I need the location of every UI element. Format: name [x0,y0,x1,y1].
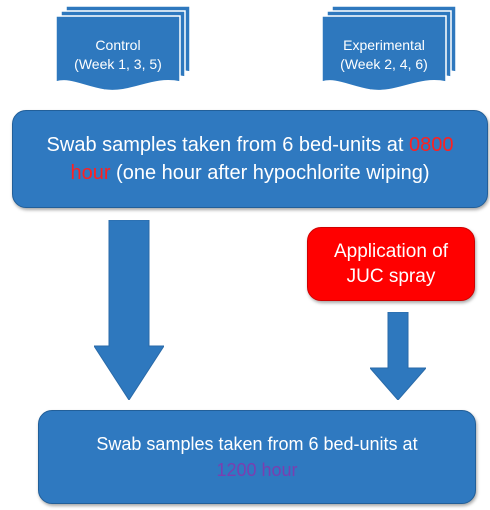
control-weeks: (Week 1, 3, 5) [74,56,162,72]
baseline-sampling-box: Swab samples taken from 6 bed-units at 0… [12,110,488,208]
control-down-arrow [94,220,164,400]
experimental-document-stack: Experimental (Week 2, 4, 6) [318,6,458,98]
experimental-title: Experimental [343,37,425,53]
experimental-weeks: (Week 2, 4, 6) [340,56,428,72]
control-title: Control [95,37,141,53]
followup-time-highlight: 1200 hour [216,460,298,480]
baseline-text-line1: Swab samples taken from 6 bed-units at [46,134,409,156]
baseline-hour-highlight: hour [70,162,111,184]
baseline-text-line2: (one hour after hypochlorite wiping) [110,162,430,184]
followup-sampling-box: Swab samples taken from 6 bed-units at 1… [38,410,476,504]
followup-text-line1: Swab samples taken from 6 bed-units at [96,434,418,454]
document-stack-icon [55,6,191,92]
experimental-down-arrow [370,312,426,400]
baseline-time-highlight: 0800 [408,134,454,156]
juc-spray-line2: JUC spray [346,266,436,287]
document-stack-icon [321,6,457,92]
experimental-label: Experimental (Week 2, 4, 6) [322,36,446,74]
baseline-sampling-text: Swab samples taken from 6 bed-units at 0… [47,131,454,187]
control-document-stack: Control (Week 1, 3, 5) [52,6,192,98]
control-label: Control (Week 1, 3, 5) [56,36,180,74]
juc-spray-line1: Application of [333,241,449,262]
juc-spray-box: Application of JUC spray [307,227,475,301]
